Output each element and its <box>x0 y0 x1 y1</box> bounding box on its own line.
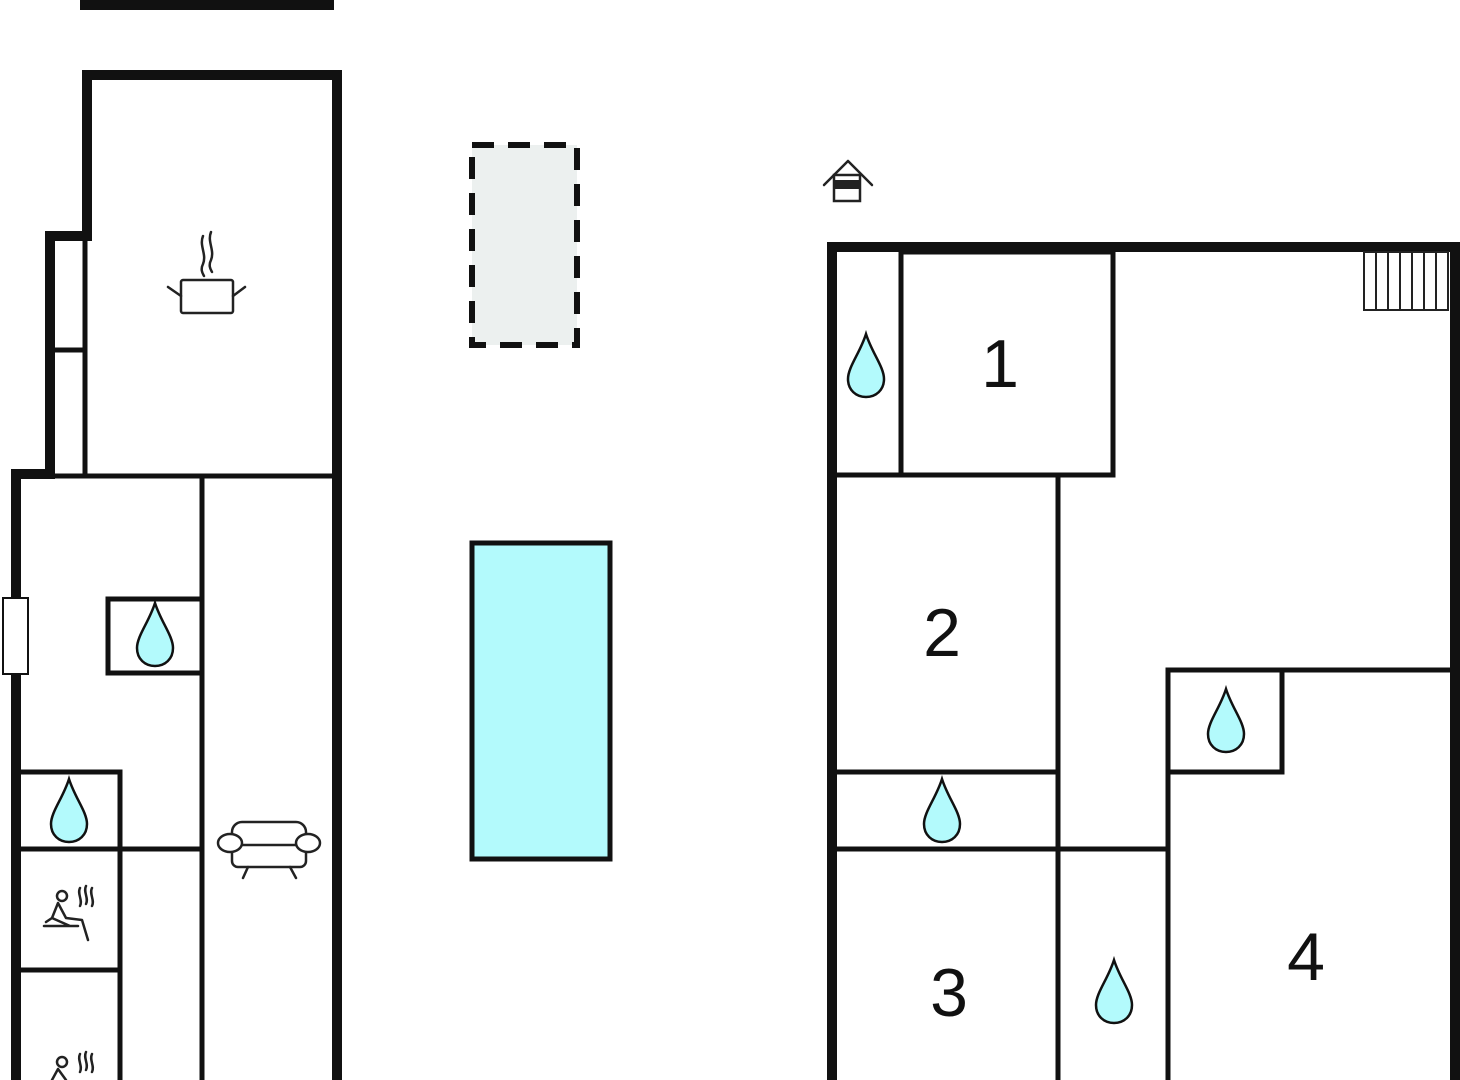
top-wall-segment <box>80 0 334 10</box>
left-building <box>2 70 342 1080</box>
water-drop-icon <box>846 329 886 399</box>
sofa-icon <box>216 820 322 880</box>
water-drop-icon <box>1206 684 1246 754</box>
bedroom-1-number: 1 <box>981 326 1019 402</box>
bedroom-2-number: 2 <box>923 595 961 671</box>
swimming-pool <box>469 540 613 862</box>
right-building-outer-wall <box>827 242 1460 1080</box>
lower-bathroom-wall <box>18 769 123 1080</box>
right-building <box>827 242 1460 1080</box>
water-drop-icon <box>49 774 89 844</box>
bedroom-4-number: 4 <box>1287 919 1325 995</box>
bedroom-4-walls <box>1165 667 1450 1080</box>
bedroom-1-walls <box>898 249 1116 478</box>
entrance-door <box>2 597 29 675</box>
left-building-outer-wall <box>11 70 342 1080</box>
water-drop-icon <box>135 598 175 668</box>
water-drop-icon <box>922 774 962 844</box>
sauna-icon <box>50 1050 95 1080</box>
kitchen-pot-icon <box>166 230 247 315</box>
bathroom-4-walls <box>1168 670 1285 775</box>
stairs-icon <box>1363 251 1449 311</box>
terrace-area <box>469 142 580 348</box>
bedroom-3-number: 3 <box>930 955 968 1031</box>
water-drop-icon <box>1094 955 1134 1025</box>
house-entrance-icon <box>822 159 874 203</box>
sauna-icon <box>42 884 95 942</box>
